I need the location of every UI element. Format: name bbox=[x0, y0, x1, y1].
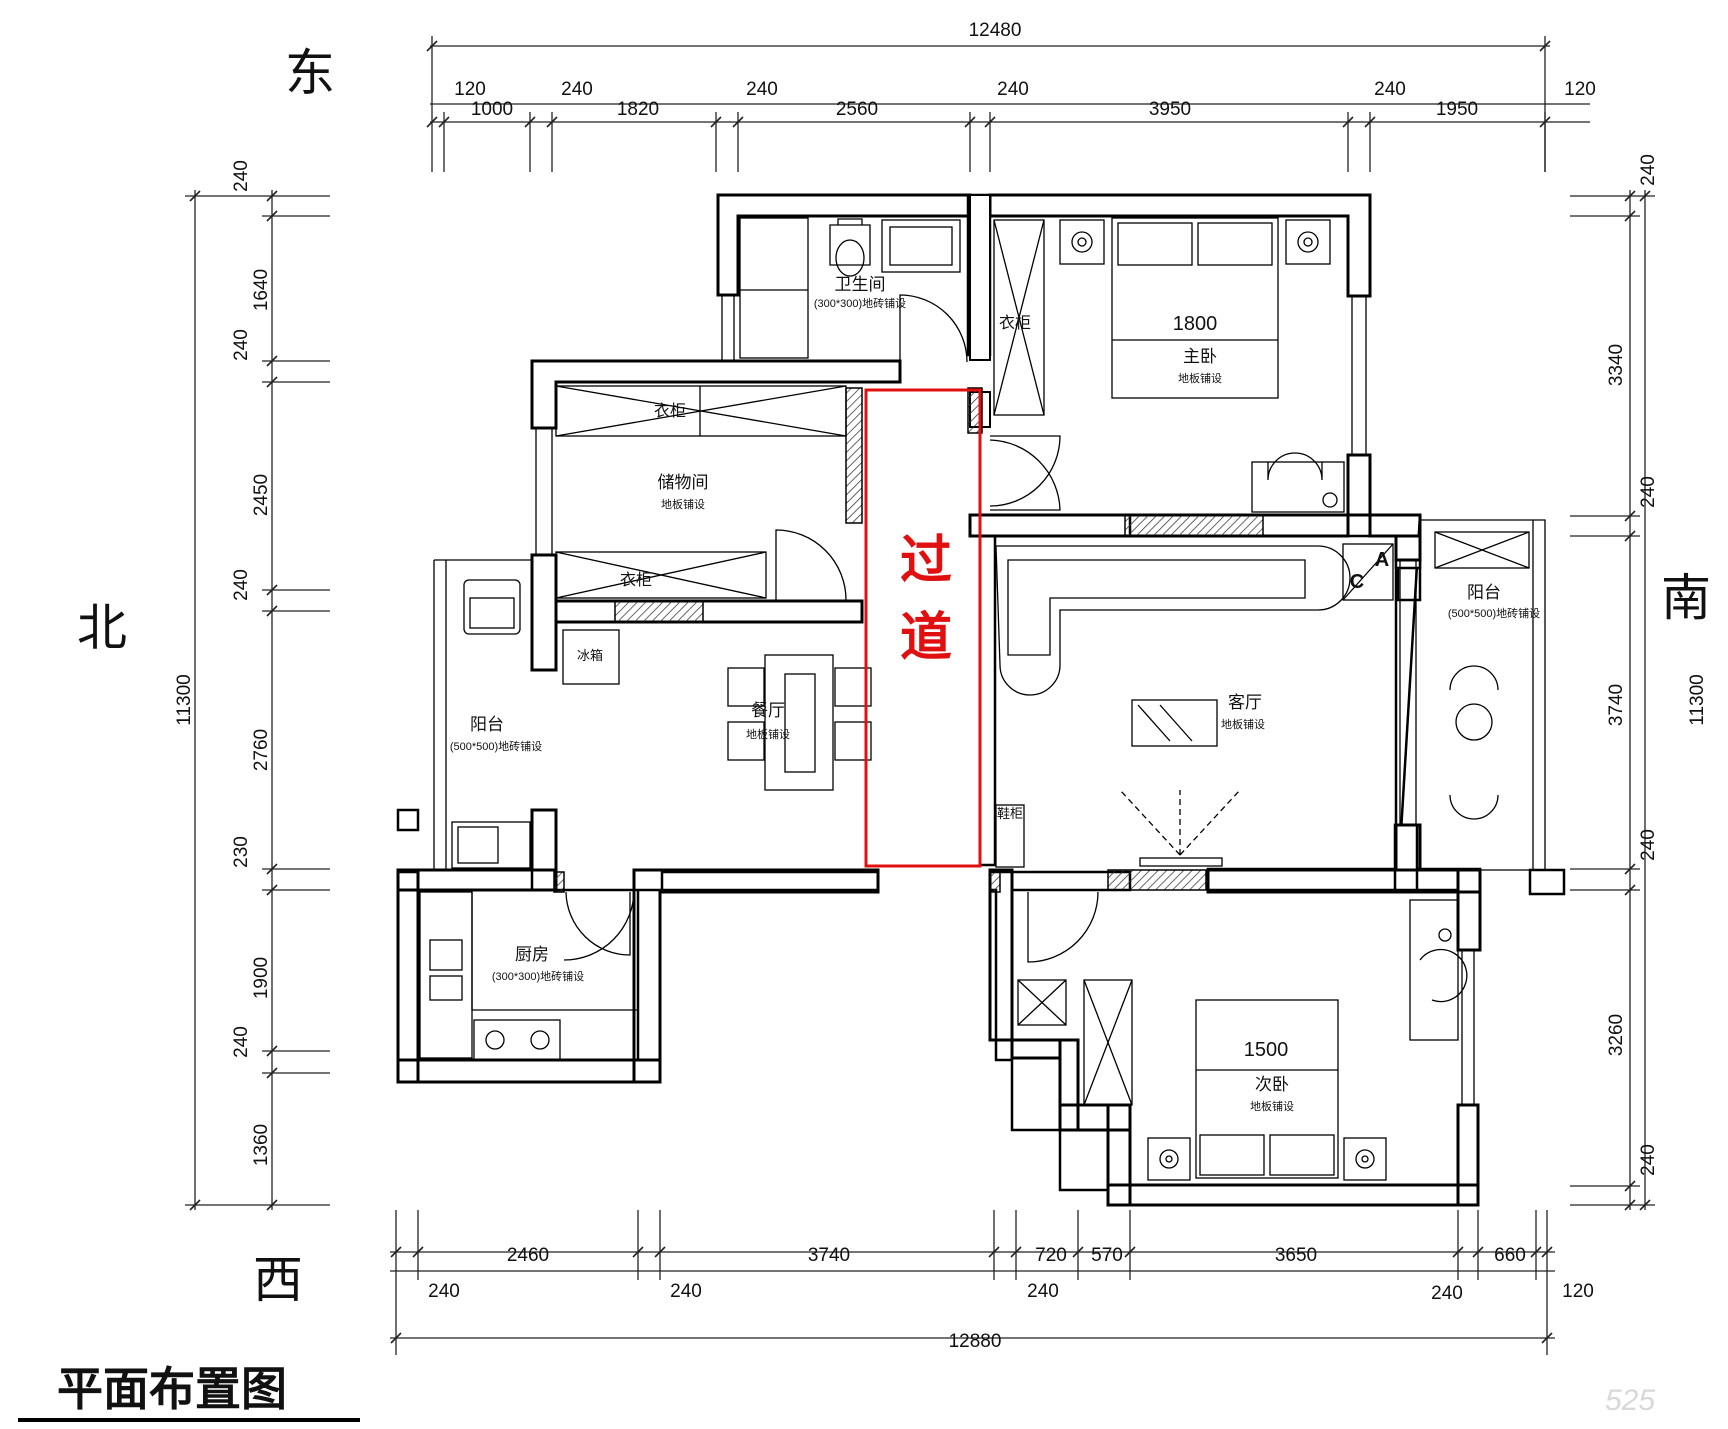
dim-left-wall: 240 bbox=[231, 1026, 252, 1058]
storage-wardrobe-top-label: 衣柜 bbox=[654, 402, 686, 420]
storage-floor: 地板铺设 bbox=[661, 497, 705, 511]
corridor-label-2: 道 bbox=[900, 609, 952, 667]
dim-top-span: 1950 bbox=[1436, 99, 1478, 120]
dim-bottom-span: 3650 bbox=[1275, 1245, 1317, 1266]
column bbox=[1528, 868, 1566, 896]
second-bed-width: 1500 bbox=[1244, 1039, 1289, 1061]
windows bbox=[433, 295, 1546, 1105]
dim-right-wall: 240 bbox=[1638, 476, 1659, 508]
dim-bottom-span: 570 bbox=[1091, 1245, 1123, 1266]
ac-a-label: A bbox=[1375, 549, 1389, 571]
dim-top-wall: 240 bbox=[1374, 79, 1406, 100]
compass-north: 北 bbox=[77, 600, 127, 656]
master-wardrobe-label: 衣柜 bbox=[999, 314, 1031, 332]
bathroom-label: 卫生间 bbox=[835, 275, 886, 294]
dim-right-wall: 240 bbox=[1638, 154, 1659, 186]
dining-floor: 地板铺设 bbox=[746, 727, 790, 741]
living-label: 客厅 bbox=[1228, 693, 1262, 712]
dim-right-span: 3740 bbox=[1606, 684, 1627, 726]
storage-wardrobe-bottom-label: 衣柜 bbox=[620, 571, 652, 589]
dim-left-wall: 240 bbox=[231, 329, 252, 361]
master-bedroom-floor: 地板铺设 bbox=[1178, 371, 1222, 385]
dim-right-span: 3260 bbox=[1606, 1014, 1627, 1056]
compass-west: 西 bbox=[253, 1252, 303, 1308]
dim-top-span: 1820 bbox=[617, 99, 659, 120]
dim-bottom-span: 660 bbox=[1494, 1245, 1526, 1266]
dim-top-span: 2560 bbox=[836, 99, 878, 120]
dim-top-total: 12480 bbox=[969, 20, 1022, 41]
dim-left-total: 11300 bbox=[174, 674, 195, 725]
dim-bottom-span: 3740 bbox=[808, 1245, 850, 1266]
dim-top-wall: 240 bbox=[746, 79, 778, 100]
dim-top-wall: 120 bbox=[1564, 79, 1596, 100]
dim-left-wall: 240 bbox=[231, 569, 252, 601]
dimension-labels: 12480 120 240 240 240 240 120 1000 1820 … bbox=[174, 20, 1708, 1352]
room-labels: 卫生间 (300*300)地砖铺设 衣柜 1800 主卧 地板铺设 衣柜 储物间… bbox=[450, 275, 1540, 1113]
dim-bottom-wall: 240 bbox=[1027, 1281, 1059, 1302]
dining-label: 餐厅 bbox=[751, 701, 785, 720]
dim-right-wall: 240 bbox=[1638, 1144, 1659, 1176]
kitchen-label: 厨房 bbox=[515, 945, 549, 964]
living-floor: 地板铺设 bbox=[1221, 717, 1265, 731]
dim-bottom-total: 12880 bbox=[949, 1331, 1002, 1352]
dim-left-span: 1900 bbox=[251, 957, 272, 999]
dim-bottom-span: 720 bbox=[1035, 1245, 1067, 1266]
dim-bottom-wall: 240 bbox=[428, 1281, 460, 1302]
compass-south: 南 bbox=[1661, 570, 1711, 626]
dim-bottom-wall: 120 bbox=[1562, 1281, 1594, 1302]
dim-left-span: 1360 bbox=[251, 1124, 272, 1166]
master-bed-width: 1800 bbox=[1173, 313, 1218, 335]
kitchen-floor: (300*300)地砖铺设 bbox=[492, 969, 584, 983]
north-balcony-floor: (500*500)地砖铺设 bbox=[450, 739, 542, 753]
fridge-label: 冰箱 bbox=[577, 648, 603, 663]
shoe-cabinet-label: 鞋柜 bbox=[997, 806, 1023, 821]
dim-right-wall: 240 bbox=[1638, 829, 1659, 861]
north-balcony-label: 阳台 bbox=[470, 715, 504, 734]
dim-left-span: 1640 bbox=[251, 269, 272, 311]
south-balcony-label: 阳台 bbox=[1467, 583, 1501, 602]
dim-left-span: 2450 bbox=[251, 474, 272, 516]
dimension-lines bbox=[185, 36, 1655, 1355]
bathroom-floor: (300*300)地砖铺设 bbox=[814, 296, 906, 310]
second-bedroom-label: 次卧 bbox=[1255, 1075, 1289, 1094]
dim-top-wall: 240 bbox=[561, 79, 593, 100]
dim-left-wall: 240 bbox=[231, 160, 252, 192]
dim-left-wall: 230 bbox=[231, 836, 252, 868]
doors bbox=[563, 294, 1099, 963]
corridor-highlight bbox=[864, 388, 982, 868]
south-balcony-floor: (500*500)地砖铺设 bbox=[1448, 606, 1540, 620]
page-title: 平面布置图 bbox=[57, 1363, 287, 1415]
dim-top-wall: 120 bbox=[454, 79, 486, 100]
furniture bbox=[419, 217, 1530, 1181]
storage-label: 储物间 bbox=[658, 473, 709, 492]
dim-right-span: 3340 bbox=[1606, 344, 1627, 386]
ac-c-label: C bbox=[1350, 571, 1364, 593]
dim-top-wall: 240 bbox=[997, 79, 1029, 100]
dim-right-total: 11300 bbox=[1687, 674, 1708, 725]
dim-left-span: 2760 bbox=[251, 729, 272, 771]
dim-bottom-span: 2460 bbox=[507, 1245, 549, 1266]
dim-bottom-wall: 240 bbox=[670, 1281, 702, 1302]
dim-top-span: 3950 bbox=[1149, 99, 1191, 120]
dim-bottom-wall: 240 bbox=[1431, 1283, 1463, 1304]
second-bedroom-floor: 地板铺设 bbox=[1250, 1099, 1294, 1113]
watermark: 525 bbox=[1605, 1384, 1655, 1417]
master-bedroom-label: 主卧 bbox=[1183, 347, 1217, 366]
compass-east: 东 bbox=[285, 45, 335, 101]
dim-top-span: 1000 bbox=[471, 99, 513, 120]
corridor-label-1: 过 bbox=[900, 532, 952, 590]
